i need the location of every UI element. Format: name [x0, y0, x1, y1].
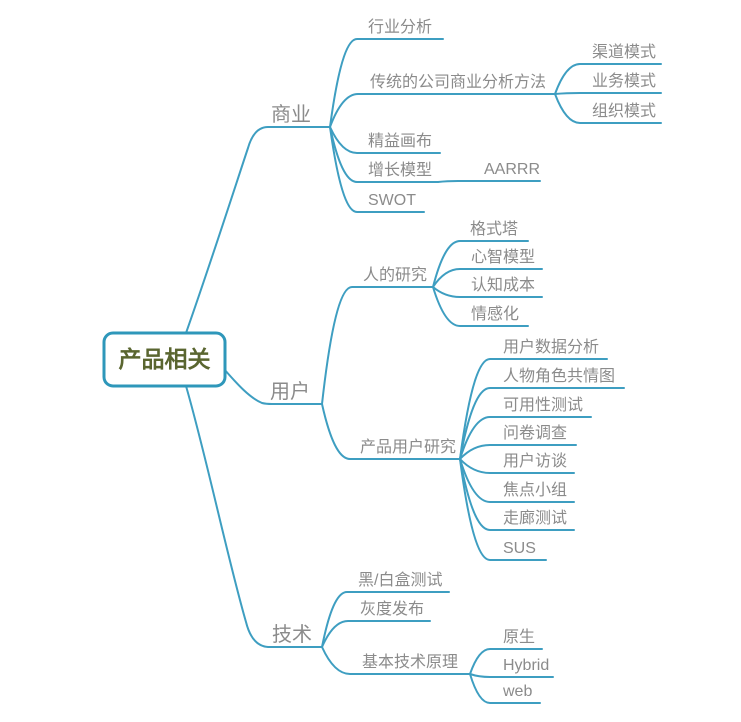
root-topic-box[interactable] [102, 331, 227, 388]
topic-label-cpyhyj[interactable]: 产品用户研究 [360, 438, 456, 456]
connector-jiaodian [459, 458, 575, 503]
connector-cpyhyj [321, 403, 461, 460]
connector-xinzhi [432, 268, 543, 288]
connector-swot [329, 126, 425, 213]
connector-jiben [321, 646, 471, 675]
topic-label-huidu[interactable]: 灰度发布 [360, 600, 424, 618]
connector-hangye [329, 38, 444, 128]
topic-label-renwu[interactable]: 人物角色共情图 [503, 367, 615, 385]
connector-chuantong [329, 93, 556, 128]
connector-keyong [459, 416, 592, 460]
connector-wenjuan [459, 444, 577, 460]
topic-label-zengzhang[interactable]: 增长模型 [368, 161, 432, 179]
connector-renyanjiu [321, 286, 434, 405]
topic-label-yewu[interactable]: 业务模式 [592, 72, 656, 90]
connector-zuzhi [554, 93, 662, 124]
topic-label-heibai[interactable]: 黑/白盒测试 [358, 571, 442, 589]
topic-label-hybrid[interactable]: Hybrid [503, 657, 549, 674]
topic-label-qudao[interactable]: 渠道模式 [592, 43, 656, 61]
connector-layer [185, 38, 662, 704]
connector-yuansheng [469, 648, 543, 675]
topic-label-jiben[interactable]: 基本技术原理 [362, 653, 458, 671]
connector-zengzhang [329, 126, 439, 183]
connector-qinggan [432, 286, 529, 327]
topic-label-xinzhi[interactable]: 心智模型 [471, 248, 535, 266]
connector-shangye [185, 126, 331, 334]
topic-label-fangtan[interactable]: 用户访谈 [503, 452, 567, 470]
topic-label-renzhi[interactable]: 认知成本 [471, 276, 535, 294]
topic-label-geshita[interactable]: 格式塔 [470, 220, 518, 238]
connector-yonghu [223, 368, 323, 405]
topic-label-qinggan[interactable]: 情感化 [471, 305, 519, 323]
connector-web [469, 673, 541, 704]
connector-geshita [432, 240, 529, 288]
topic-label-jishu[interactable]: 技术 [272, 623, 312, 646]
connector-sus [459, 458, 547, 561]
connector-aarrr [437, 180, 541, 183]
connector-jishu [185, 385, 323, 648]
topic-label-wenjuan[interactable]: 问卷调查 [503, 424, 567, 442]
topic-label-swot[interactable]: SWOT [368, 192, 416, 209]
connector-zoulang [459, 458, 575, 531]
connector-yewu [554, 92, 662, 95]
connector-heibai [321, 591, 450, 648]
connector-jingyi [329, 126, 441, 154]
connector-fangtan [459, 458, 575, 474]
connector-renzhi [432, 286, 543, 298]
connector-hybrid [469, 673, 554, 678]
topic-label-sus[interactable]: SUS [503, 540, 536, 557]
topic-label-web[interactable]: web [502, 683, 532, 700]
topic-label-zoulang[interactable]: 走廊测试 [503, 509, 567, 527]
topic-label-renyanjiu[interactable]: 人的研究 [363, 266, 427, 284]
topic-label-aarrr[interactable]: AARRR [484, 161, 540, 178]
root-topic-label[interactable]: 产品相关 [119, 346, 211, 372]
topic-label-zuzhi[interactable]: 组织模式 [592, 102, 656, 120]
topic-label-hangye[interactable]: 行业分析 [368, 18, 432, 36]
topic-label-chuantong[interactable]: 传统的公司商业分析方法 [370, 73, 546, 91]
topic-label-shangye[interactable]: 商业 [271, 103, 311, 126]
connector-huidu [321, 620, 431, 648]
topic-label-jiaodian[interactable]: 焦点小组 [503, 481, 567, 499]
topic-label-jingyi[interactable]: 精益画布 [368, 132, 432, 150]
topic-label-shuju[interactable]: 用户数据分析 [503, 338, 599, 356]
topic-label-yonghu[interactable]: 用户 [270, 380, 310, 403]
connector-shuju [459, 358, 608, 460]
topic-label-keyong[interactable]: 可用性测试 [503, 396, 583, 414]
topic-label-yuansheng[interactable]: 原生 [503, 628, 535, 646]
connector-renwu [459, 387, 625, 460]
connector-qudao [554, 63, 662, 95]
